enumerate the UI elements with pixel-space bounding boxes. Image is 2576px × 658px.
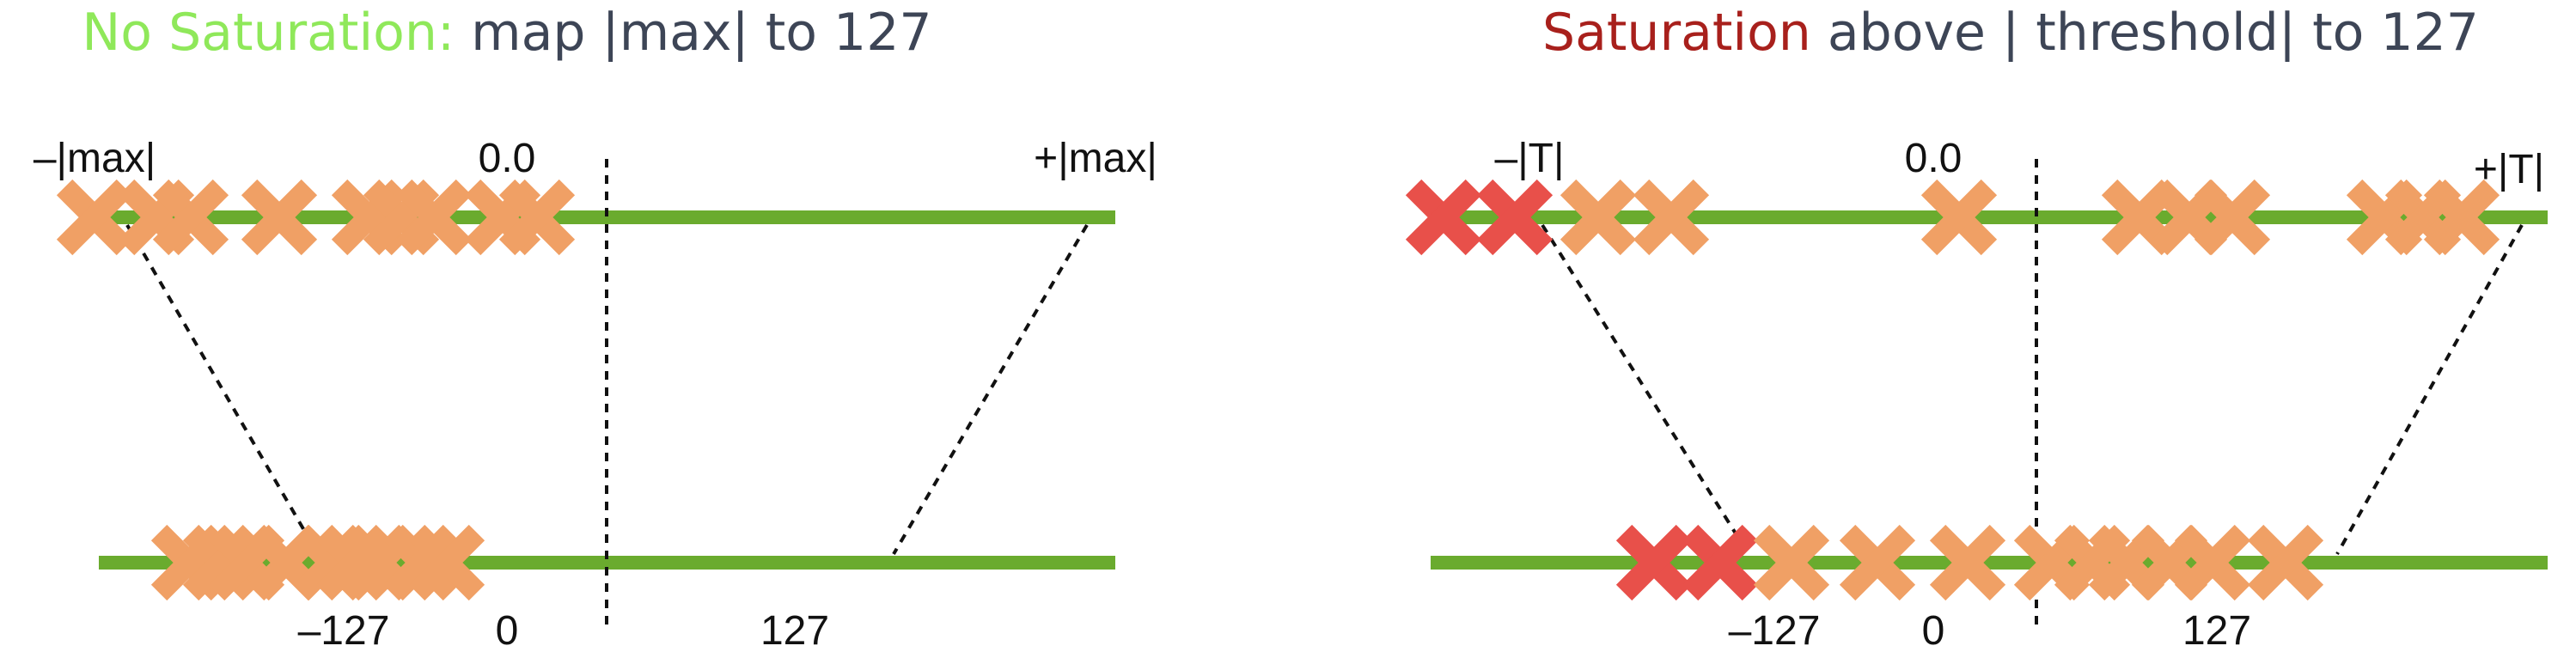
panel-saturation: Saturation above | threshold| to 127 –|T… [1405,3,2548,654]
value-marker [1839,524,1916,601]
title-rest: map |max| to 127 [455,3,932,63]
mapping-line-left [125,223,320,556]
zero-int-label: 0 [1922,608,1945,654]
mapping-line-right [2335,224,2524,555]
float-value-markers [56,179,576,256]
value-marker [241,179,318,256]
value-marker [498,179,576,256]
title-rest: above | threshold| to 127 [1811,3,2479,63]
quantized-value-markers [150,524,485,601]
neg-threshold-label: –|T| [1495,136,1565,181]
zero-int-label: 0 [496,608,519,654]
value-marker [1929,524,2006,601]
panel-title: No Saturation: map |max| to 127 [82,3,931,63]
zero-float-label: 0.0 [1905,136,1963,181]
neg-127-label: –127 [298,608,390,654]
pos-127-label: 127 [760,608,829,654]
title-highlight: Saturation [1542,3,1811,63]
neg-127-label: –127 [1729,608,1821,654]
saturated-value-marker [1615,524,1693,601]
float-value-markers [1405,179,2500,256]
zero-float-label: 0.0 [479,136,536,181]
mapping-line-right [892,223,1089,556]
neg-max-label: –|max| [34,136,156,181]
value-marker [1920,179,1998,256]
title-highlight: No Saturation: [82,3,455,63]
value-marker [1560,179,1637,256]
pos-127-label: 127 [2182,608,2251,654]
value-marker [2423,179,2500,256]
saturated-value-marker [1476,179,1554,256]
value-marker [395,179,473,256]
mapping-line-left [1541,223,1750,556]
saturated-value-marker [1682,524,1759,601]
value-marker [2247,524,2324,601]
value-marker [2174,524,2251,601]
saturated-value-marker [1405,179,1482,256]
quantized-value-markers [1615,524,2324,601]
value-marker [1633,179,1710,256]
value-marker [152,179,229,256]
value-marker [2101,179,2178,256]
value-marker [1753,524,1830,601]
value-marker [56,179,133,256]
pos-max-label: +|max| [1034,136,1157,181]
panel-no-saturation: No Saturation: map |max| to 127 –|max| 0… [34,3,1157,654]
value-marker [408,524,485,601]
panel-title: Saturation above | threshold| to 127 [1542,3,2479,63]
value-marker [2194,179,2271,256]
